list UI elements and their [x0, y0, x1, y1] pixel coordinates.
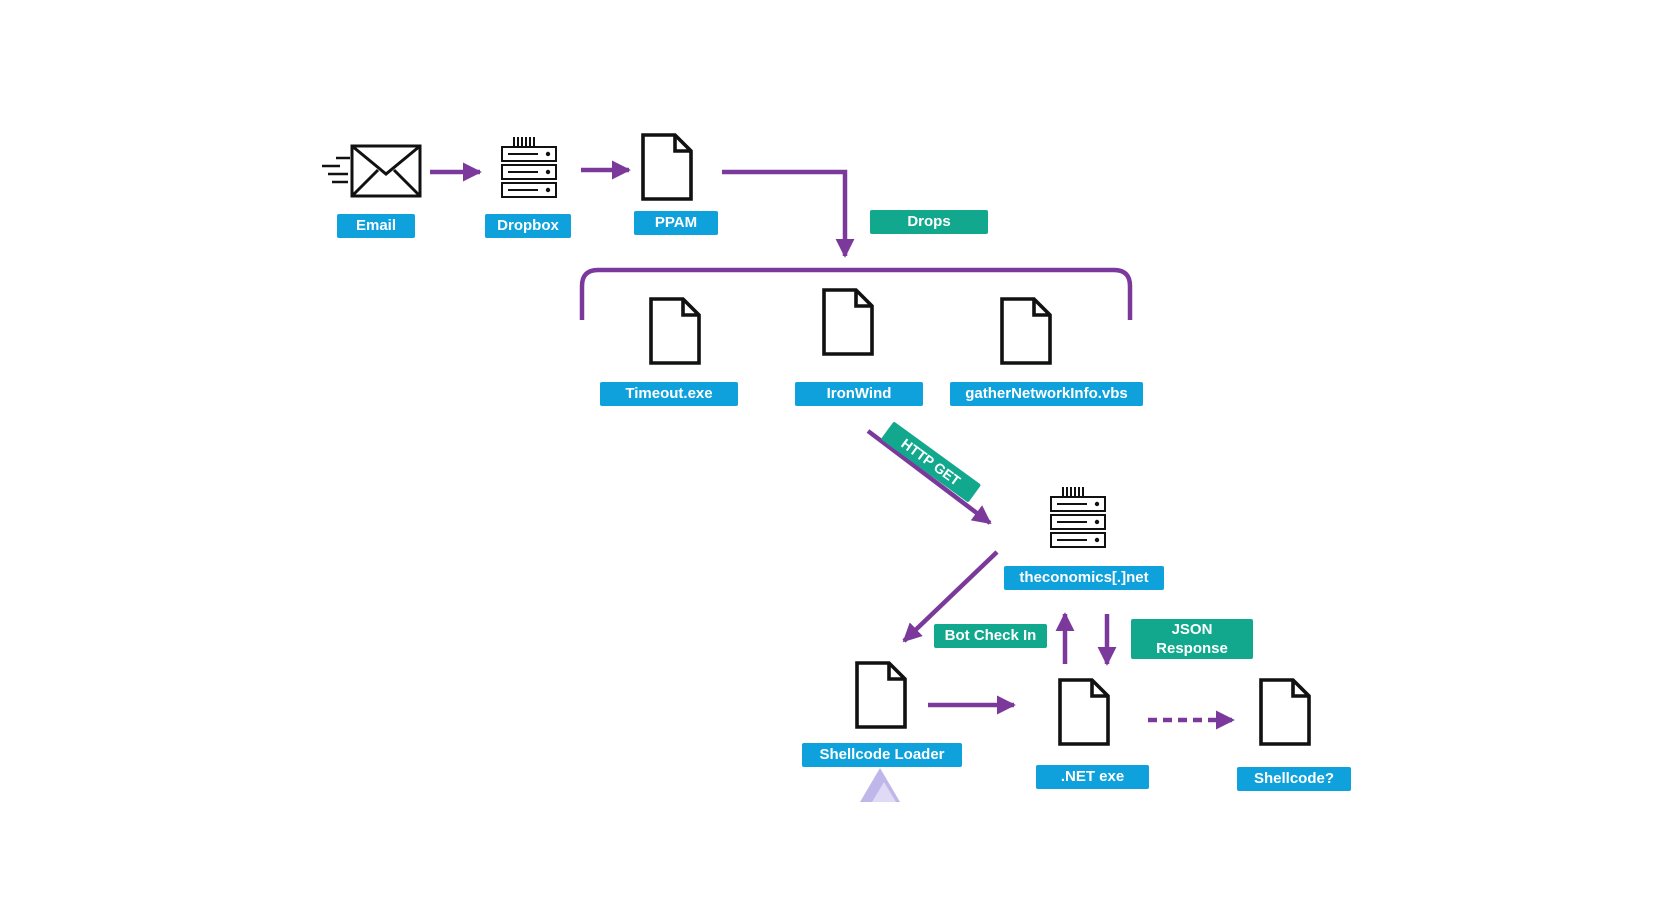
gather-label: gatherNetworkInfo.vbs — [950, 382, 1143, 406]
timeout-document-icon — [649, 297, 701, 365]
net-exe-document-icon — [1058, 678, 1110, 746]
bot-check-in-label: Bot Check In — [934, 624, 1047, 648]
arrow-ironwind-server — [866, 429, 992, 525]
theconomics-server-icon — [1050, 486, 1106, 548]
shellcode-loader-document-icon — [855, 661, 907, 729]
timeout-label: Timeout.exe — [600, 382, 738, 406]
watermark-logo — [860, 768, 900, 802]
theconomics-label: theconomics[.]net — [1004, 566, 1164, 590]
json-response-label: JSON Response — [1131, 619, 1253, 659]
dropbox-label: Dropbox — [485, 214, 571, 238]
ironwind-label: IronWind — [795, 382, 923, 406]
json-response-line2: Response — [1156, 640, 1228, 657]
ironwind-document-icon — [822, 288, 874, 356]
gather-document-icon — [1000, 297, 1052, 365]
envelope-icon — [322, 144, 422, 198]
net-exe-label: .NET exe — [1036, 765, 1149, 789]
email-label: Email — [337, 214, 415, 238]
arrow-server-loader — [902, 550, 999, 643]
bracket — [579, 267, 1133, 320]
dropbox-server-icon — [501, 136, 557, 198]
arrow-ppam-drops — [722, 169, 855, 258]
shellcode-document-icon — [1259, 678, 1311, 746]
json-response-line1: JSON — [1171, 621, 1213, 638]
drops-label: Drops — [870, 210, 988, 234]
ppam-document-icon — [641, 133, 693, 201]
ppam-label: PPAM — [634, 211, 718, 235]
shellcode-loader-label: Shellcode Loader — [802, 743, 962, 767]
shellcode-label: Shellcode? — [1237, 767, 1351, 791]
